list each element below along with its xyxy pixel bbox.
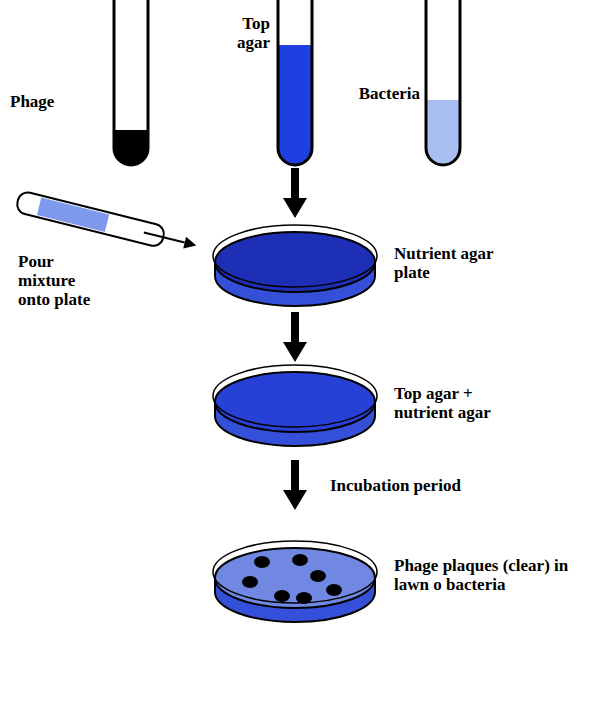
tube-label: Top agar — [222, 14, 270, 52]
step-label: Incubation period — [330, 476, 530, 495]
plaque-plate — [213, 541, 377, 622]
down-arrow — [283, 168, 307, 510]
tube-label: Phage — [10, 92, 100, 111]
top-agar-tube — [278, 0, 312, 165]
plate-label: Nutrient agar plate — [394, 244, 512, 282]
pipette — [15, 190, 199, 256]
plate-label: Phage plaques (clear) in lawn o bacteria — [394, 556, 586, 594]
plate-label: Top agar + nutrient agar — [394, 384, 512, 422]
phage-plaque — [242, 554, 342, 604]
bacteria-tube — [426, 0, 460, 165]
nutrient-agar-plate — [213, 225, 377, 306]
pipette-label: Pour mixture onto plate — [18, 252, 110, 309]
tube-label: Bacteria — [335, 84, 420, 103]
phage-tube — [114, 0, 148, 165]
top-agar-plate — [213, 365, 377, 446]
